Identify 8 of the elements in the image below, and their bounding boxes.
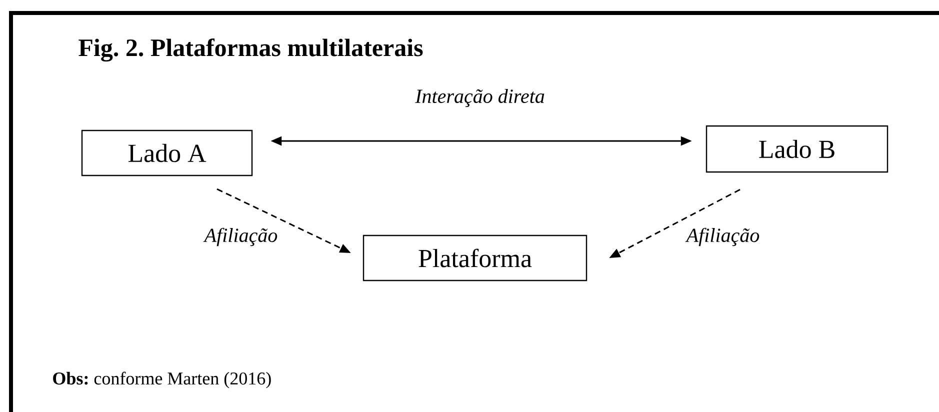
title: Fig. 2. Plataformas multilaterais [78, 38, 423, 62]
box: Plataforma [362, 234, 588, 282]
edge-label: Interação direta [414, 88, 546, 108]
edge-label: Afiliação [203, 226, 279, 248]
box: Lado A [81, 130, 253, 176]
edge-label: Afiliação [685, 226, 761, 248]
note: Obs: conforme Marten (2016) [53, 372, 271, 388]
box: Lado B [706, 125, 888, 173]
